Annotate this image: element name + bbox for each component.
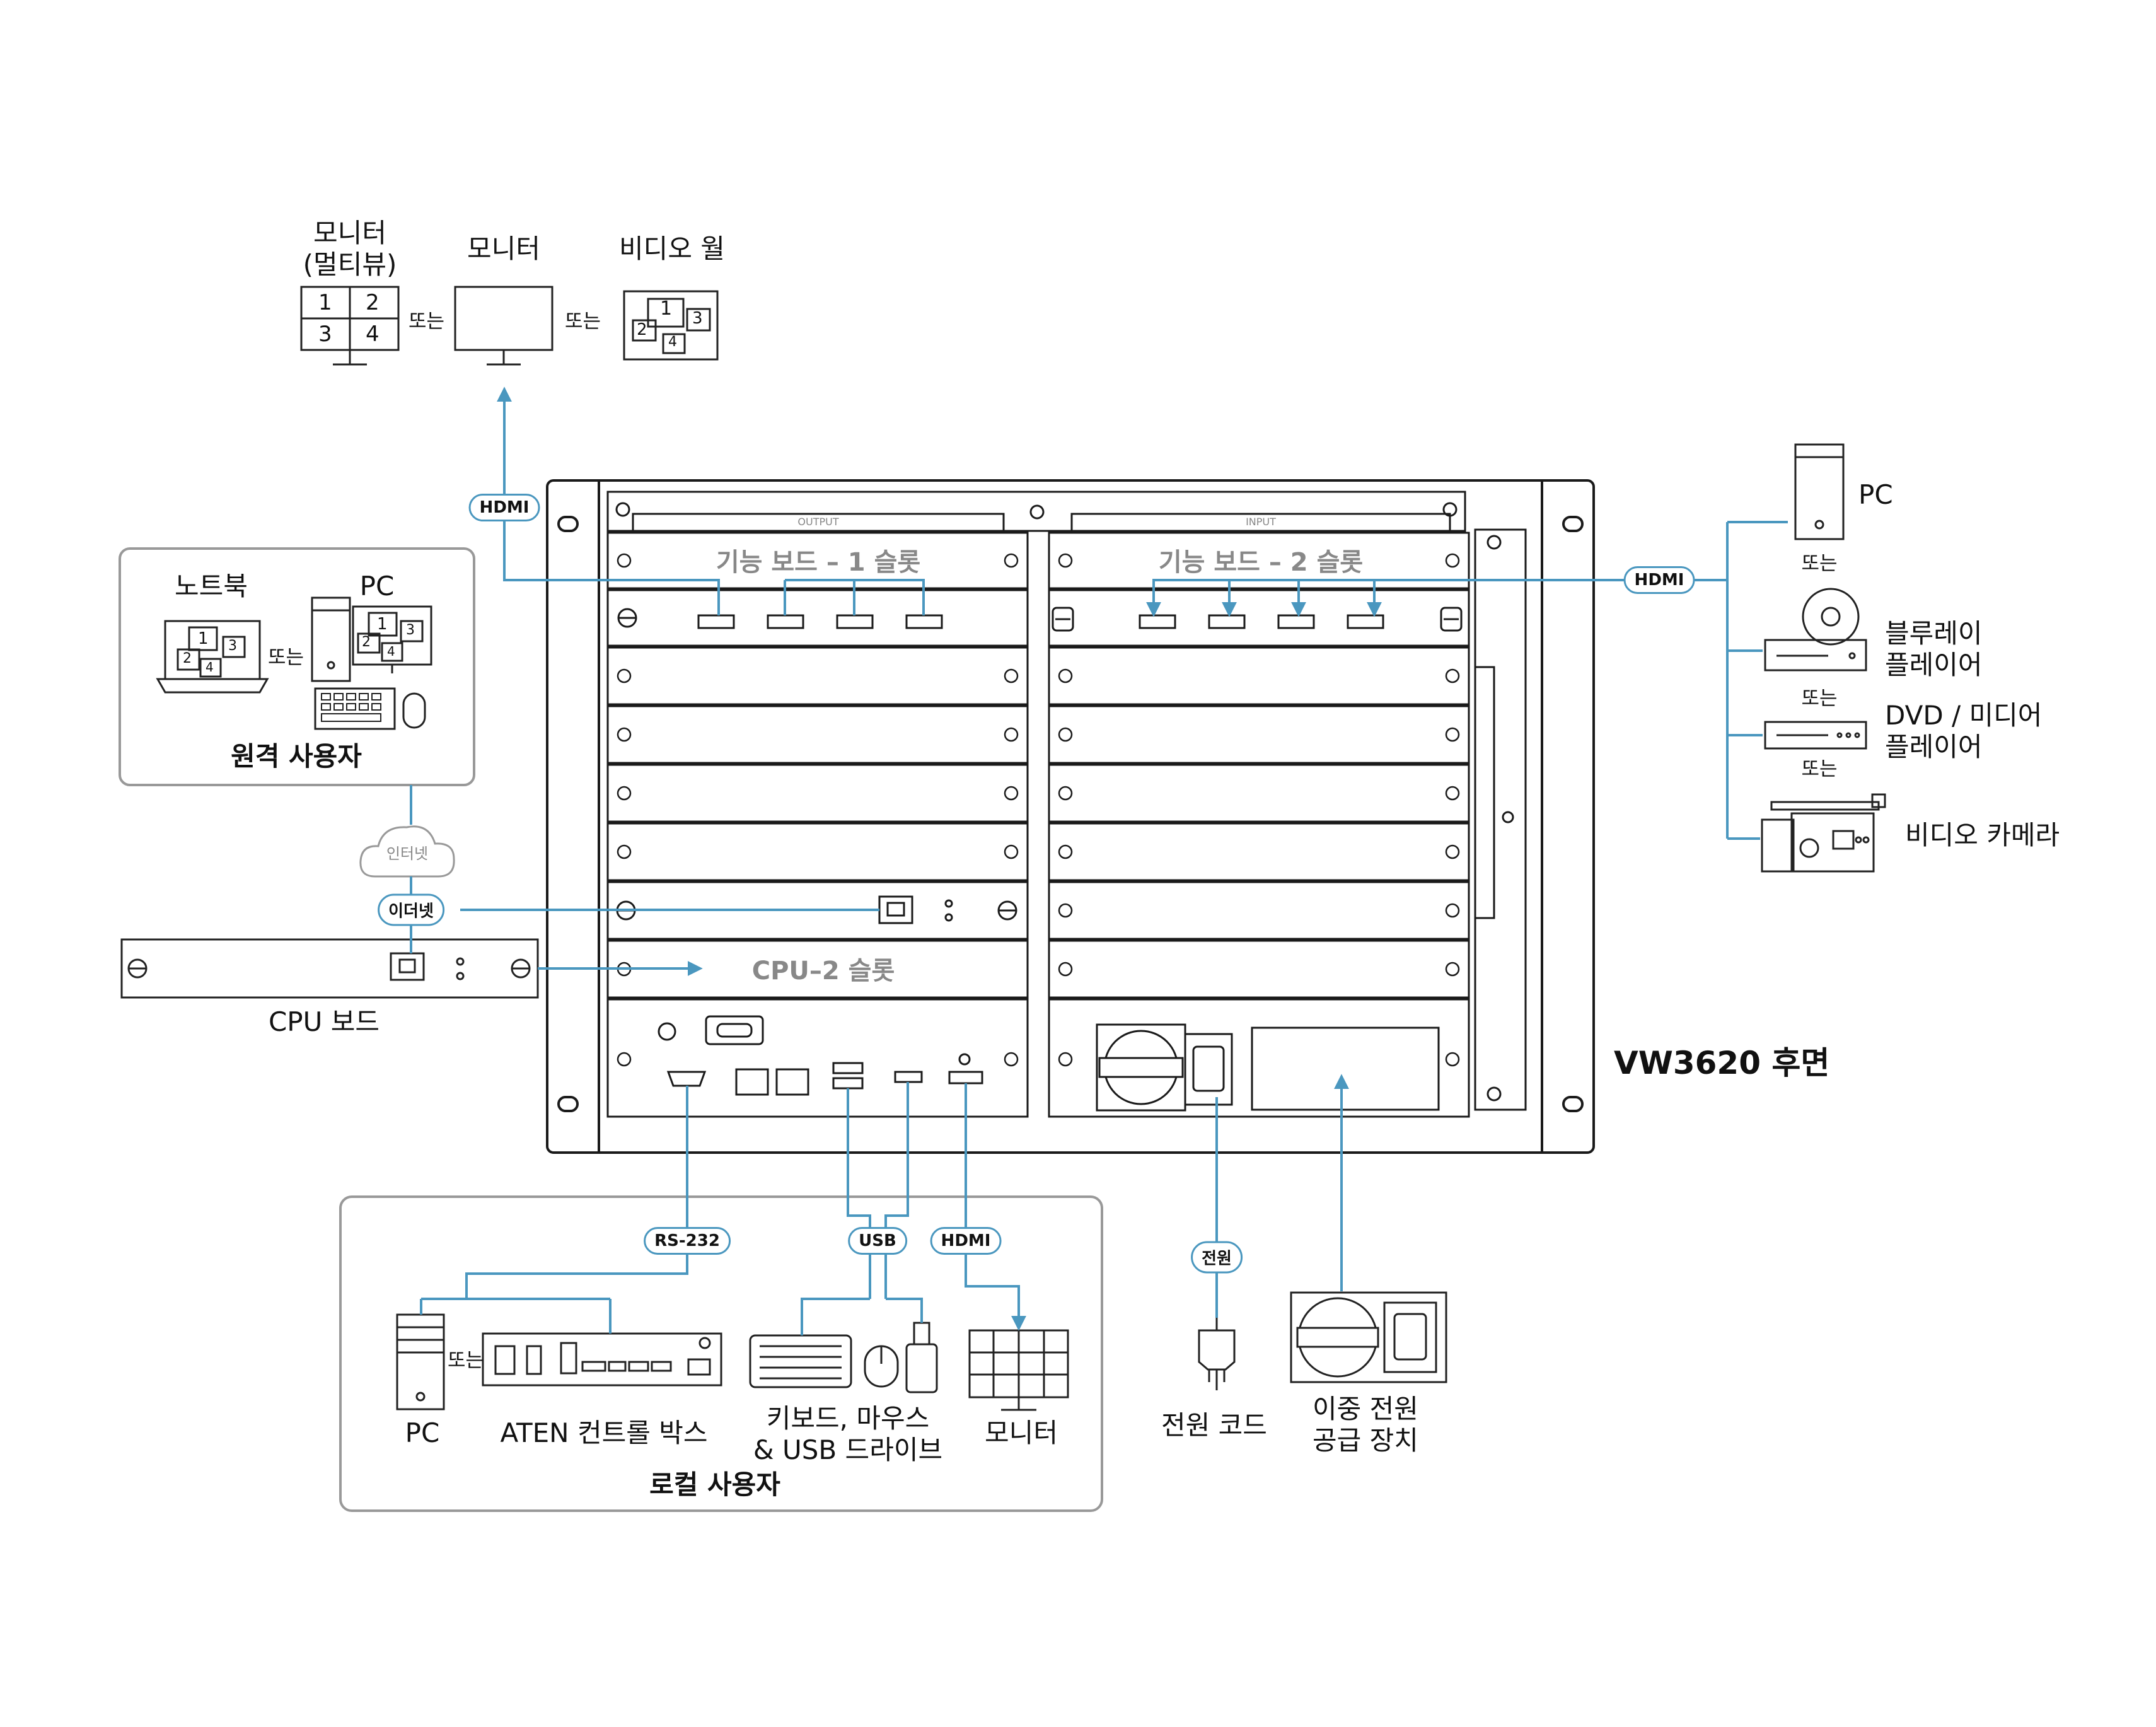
video-wall-label: 비디오 월 (619, 233, 725, 264)
right-slot-column (1048, 532, 1470, 1118)
local-monitor-label: 모니터 (985, 1417, 1058, 1448)
aten-control-box-icon (482, 1332, 722, 1387)
or-label: 또는 (1801, 758, 1838, 781)
hdmi-cable-tag: HDMI (1623, 566, 1695, 594)
local-pc-label: PC (405, 1417, 440, 1448)
multiview-monitor-icon (300, 286, 400, 366)
chassis-side-panel (1474, 528, 1527, 1111)
usb-cable-tag: USB (848, 1227, 907, 1255)
wall-num: 2 (637, 320, 647, 339)
local-monitor-icon (968, 1329, 1069, 1411)
dvd-player-icon (1764, 721, 1867, 750)
kbd-mouse-usb-label: 키보드, 마우스 & USB 드라이브 (753, 1403, 943, 1466)
input-label: INPUT (1246, 516, 1276, 528)
pc-screen-num: 4 (387, 644, 395, 659)
ethernet-cable-tag: 이더넷 (378, 893, 444, 926)
local-user-box (339, 1195, 1103, 1512)
remote-user-title: 원격 사용자 (231, 741, 362, 772)
slot-screws (617, 553, 1460, 1067)
output-label: OUTPUT (797, 516, 839, 528)
slot2-label: 기능 보드 – 2 슬롯 (1158, 548, 1364, 577)
cpu-board-label: CPU 보드 (268, 1006, 380, 1037)
power-cable-tag: 전원 (1191, 1241, 1243, 1274)
video-camera-label: 비디오 카메라 (1905, 820, 2060, 851)
bluray-player-icon (1764, 588, 1867, 672)
multiview-num: 2 (366, 290, 380, 315)
chassis-top-bar (606, 491, 1466, 532)
internet-cloud-icon (359, 825, 455, 878)
laptop-icon (156, 620, 269, 694)
dvd-player-label: DVD / 미디어 플레이어 (1885, 700, 2043, 763)
local-keyboard-mouse-usb-icon (749, 1322, 938, 1393)
local-pc-icon (396, 1313, 445, 1410)
video-camera-icon (1761, 793, 1886, 873)
pc-screen-num: 1 (377, 615, 388, 634)
aten-box-label: ATEN 컨트롤 박스 (500, 1417, 708, 1448)
or-label: 또는 (1801, 687, 1838, 710)
cable-lines (410, 387, 1788, 1335)
cpu-board-icon (120, 938, 539, 999)
cpu2-slot-label: CPU–2 슬롯 (751, 957, 895, 986)
multiview-num: 4 (366, 322, 380, 347)
local-user-title: 로컬 사용자 (649, 1469, 780, 1500)
rs232-cable-tag: RS-232 (644, 1227, 731, 1255)
wall-num: 4 (668, 334, 677, 350)
power-cord-icon (1198, 1318, 1236, 1390)
or-label: 또는 (268, 646, 304, 669)
internet-label: 인터넷 (386, 845, 429, 863)
multiview-num: 1 (318, 290, 332, 315)
source-pc-label: PC (1858, 479, 1893, 510)
dual-power-supply-label: 이중 전원 공급 장치 (1313, 1393, 1418, 1457)
remote-user-box (119, 547, 475, 786)
source-pc-icon (1794, 443, 1845, 540)
or-label: 또는 (565, 310, 601, 333)
hdmi-ports (617, 607, 1463, 632)
laptop-screen-num: 3 (228, 638, 237, 654)
chassis-psu (1096, 1023, 1440, 1112)
laptop-screen-num: 1 (198, 629, 209, 648)
wall-num: 3 (692, 309, 703, 328)
pc-tower-icon (311, 596, 432, 730)
wall-num: 1 (660, 298, 673, 320)
bluray-label: 블루레이 플레이어 (1885, 618, 1983, 681)
model-title: VW3620 후면 (1614, 1045, 1830, 1081)
or-label: 또는 (448, 1349, 484, 1372)
pc-screen-num: 3 (406, 622, 415, 638)
or-label: 또는 (409, 310, 445, 333)
slot1-label: 기능 보드 – 1 슬롯 (716, 548, 921, 577)
remote-pc-label: PC (359, 571, 395, 602)
cpu1-ports (658, 1015, 983, 1096)
multiview-num: 3 (318, 322, 332, 347)
monitor-icon (454, 286, 553, 366)
multiview-monitor-label: 모니터 (멀티뷰) (303, 218, 397, 281)
laptop-label: 노트북 (175, 571, 248, 602)
pc-screen-num: 2 (362, 634, 371, 650)
hdmi-cable-tag: HDMI (468, 494, 540, 521)
or-label: 또는 (1801, 552, 1838, 575)
laptop-screen-num: 4 (206, 660, 214, 675)
monitor-label: 모니터 (467, 233, 540, 264)
chassis-frame (546, 479, 1595, 1154)
left-slot-column (606, 532, 1029, 1118)
dual-power-supply-icon (1290, 1291, 1447, 1383)
hdmi-cable-tag: HDMI (930, 1227, 1002, 1255)
video-wall-icon (623, 290, 719, 361)
keyboard-keys (321, 693, 381, 722)
laptop-screen-num: 2 (183, 651, 192, 666)
power-cord-label: 전원 코드 (1161, 1410, 1267, 1441)
